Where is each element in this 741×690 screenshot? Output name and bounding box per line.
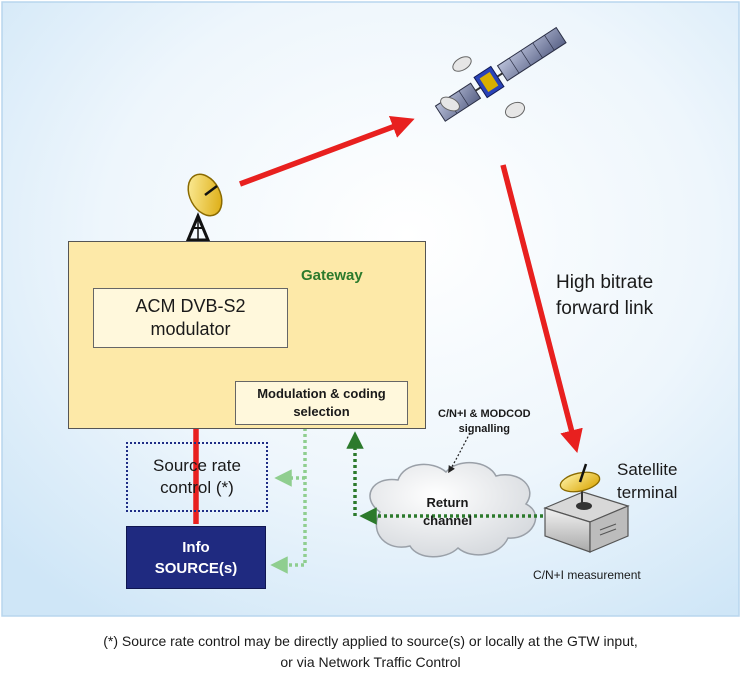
modcod-selection-block: Modulation & coding selection: [235, 381, 408, 425]
source-rate-control-block: Source rate control (*): [126, 442, 268, 512]
downlink-arrow: [500, 164, 583, 453]
uplink-arrow: [239, 116, 415, 187]
source-rate-control-text: Source rate control (*): [153, 456, 241, 497]
modulator-block: ACM DVB-S2 modulator: [93, 288, 288, 348]
measurement-label: C/N+I measurement: [533, 568, 641, 582]
satellite-icon: [434, 26, 567, 122]
return-channel-cloud: [369, 461, 537, 558]
modulator-text: ACM DVB-S2 modulator: [135, 296, 246, 339]
modcod-selection-text: Modulation & coding selection: [257, 386, 386, 419]
gateway-antenna-icon: [185, 173, 223, 242]
info-source-block: Info SOURCE(s): [126, 526, 266, 589]
gateway-title: Gateway: [301, 267, 363, 284]
footnote: (*) Source rate control may be directly …: [103, 633, 638, 670]
forward-link-label: High bitrate forward link: [556, 272, 654, 319]
satellite-terminal-icon: [543, 463, 630, 553]
source-rate-control-label: Source rate control (*): [128, 444, 266, 510]
return-channel-label: Return channel: [422, 495, 473, 528]
modulator-label: ACM DVB-S2 modulator: [94, 289, 287, 347]
satellite-terminal-label: Satellite terminal: [617, 460, 678, 502]
modcod-selection-label: Modulation & coding selection: [236, 382, 407, 424]
signalling-pointer: [448, 432, 471, 474]
info-source-label: Info SOURCE(s): [127, 527, 265, 588]
signalling-label: C/N+I & MODCOD signalling: [438, 408, 531, 435]
info-source-text: Info SOURCE(s): [154, 538, 238, 577]
